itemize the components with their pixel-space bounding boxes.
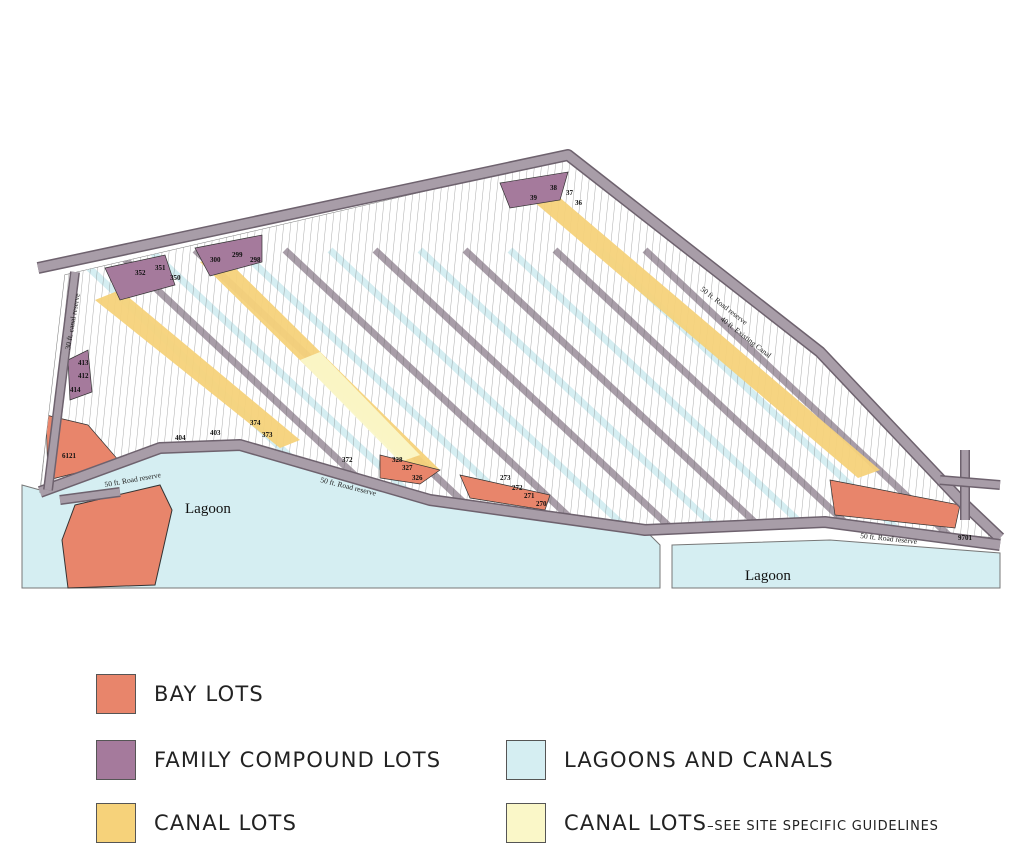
lot-number: 299 [232, 251, 243, 259]
lagoon-label-west: Lagoon [185, 501, 231, 517]
lot-number: 374 [250, 419, 261, 427]
legend-swatch-canal-lots-site-specific [506, 803, 546, 843]
lot-number: 6121 [62, 452, 77, 460]
lot-divider [551, 158, 593, 538]
canal-lots-band-site-specific [300, 352, 420, 462]
lot-divider [418, 158, 460, 538]
lot-divider [432, 158, 474, 538]
family-compound-lot-c [499, 171, 569, 209]
lot-divider [446, 158, 488, 538]
family-compound-lot-b [194, 234, 263, 277]
lot-number: 273 [500, 474, 511, 482]
legend-swatch-canal-lots [96, 803, 136, 843]
lot-number: 270 [536, 500, 547, 508]
road-strip [282, 247, 618, 538]
lot-divider [558, 158, 600, 538]
canal-strip [507, 247, 843, 538]
legend-family-compound-lots: FAMILY COMPOUND LOTS [96, 740, 441, 780]
lot-divider [964, 158, 1000, 538]
lot-number: 373 [262, 431, 273, 439]
lot-number: 352 [135, 269, 146, 277]
lot-divider [978, 158, 1000, 538]
lot-number: 36 [575, 199, 583, 207]
legend-label-lagoons-and-canals: LAGOONS AND CANALS [564, 748, 834, 772]
lot-divider [453, 158, 495, 538]
canal-lots-band-1 [95, 290, 300, 448]
lot-divider [992, 158, 1000, 538]
lot-number: 327 [402, 464, 413, 472]
lot-divider [985, 158, 1000, 538]
subdivision-map: Lagoon Lagoon 50 ft. Road reserve 50 ft.… [21, 149, 1005, 589]
bay-lot-b [379, 454, 441, 485]
legend-canal-lots: CANAL LOTS [96, 803, 297, 843]
legend-swatch-lagoons-and-canals [506, 740, 546, 780]
lot-divider [579, 158, 621, 538]
canal-lots-band-3 [520, 185, 880, 478]
lot-number: 300 [210, 256, 221, 264]
lot-divider [572, 158, 614, 538]
family-compound-lot-d [67, 349, 93, 401]
lot-number: 351 [155, 264, 166, 272]
lot-divider [586, 158, 628, 538]
lot-divider [971, 158, 1000, 538]
legend-label-canal-lots-site-specific-main: CANAL LOTS [564, 811, 708, 835]
lot-number: 404 [175, 434, 186, 442]
lot-number: 326 [412, 474, 423, 482]
lot-number: 9701 [958, 534, 973, 542]
lagoon-label-east: Lagoon [745, 568, 791, 584]
lot-number: 272 [512, 484, 523, 492]
lagoon-east [671, 539, 1001, 589]
lot-number: 38 [550, 184, 558, 192]
lot-number: 37 [566, 189, 574, 197]
legend-label-canal-lots-site-specific: CANAL LOTS–SEE SITE SPECIFIC GUIDELINES [564, 811, 939, 835]
lot-number: 412 [78, 372, 89, 380]
lot-number: 271 [524, 492, 535, 500]
canal-strip [327, 247, 663, 538]
lot-number: 414 [70, 386, 81, 394]
lot-divider [565, 158, 607, 538]
legend-bay-lots: BAY LOTS [96, 674, 264, 714]
lot-divider [439, 158, 481, 538]
legend-note-site-specific: –SEE SITE SPECIFIC GUIDELINES [707, 819, 939, 834]
legend-swatch-family-compound-lots [96, 740, 136, 780]
lot-number: 39 [530, 194, 538, 202]
roads [36, 149, 1005, 551]
lot-number: 328 [392, 456, 403, 464]
legend-canal-lots-site-specific: CANAL LOTS–SEE SITE SPECIFIC GUIDELINES [506, 803, 939, 843]
canal-strip [417, 247, 753, 538]
legend-label-canal-lots: CANAL LOTS [154, 811, 298, 835]
lot-divider [593, 158, 635, 538]
lot-number: 403 [210, 429, 221, 437]
lot-number-labels: 6121 39 38 37 36 352 351 350 300 299 298… [62, 184, 973, 542]
lot-divider [425, 158, 467, 538]
lot-number: 413 [78, 359, 89, 367]
bay-lot-d [829, 479, 961, 529]
lot-number: 350 [170, 274, 181, 282]
lot-divider [600, 158, 642, 538]
bay-lot-island [61, 484, 173, 589]
legend-swatch-bay-lots [96, 674, 136, 714]
lot-number: 372 [342, 456, 353, 464]
legend-label-bay-lots: BAY LOTS [154, 682, 264, 706]
family-compound-lot-a [104, 254, 176, 301]
legend-lagoons-and-canals: LAGOONS AND CANALS [506, 740, 834, 780]
lot-number: 298 [250, 256, 261, 264]
legend-label-family-compound-lots: FAMILY COMPOUND LOTS [154, 748, 442, 772]
